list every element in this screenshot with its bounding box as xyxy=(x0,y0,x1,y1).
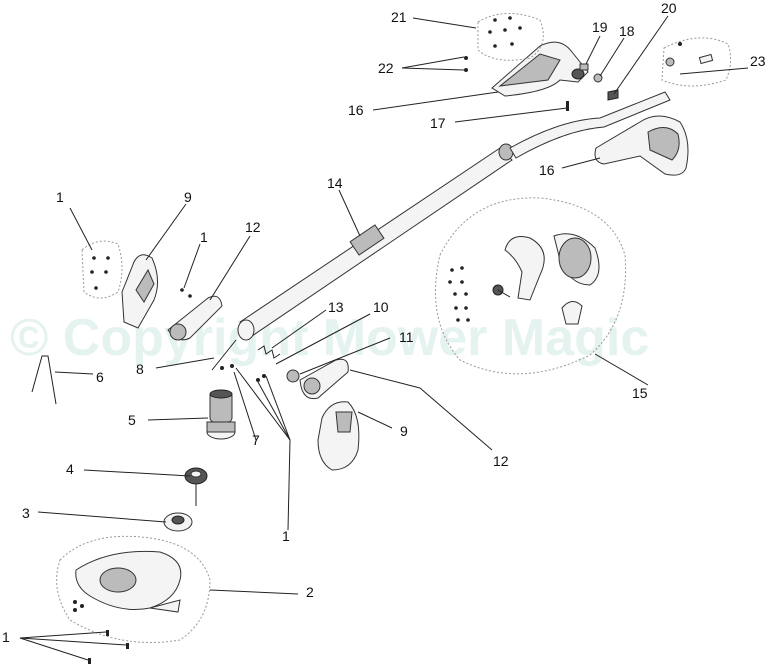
upper-handle-half xyxy=(491,41,589,97)
callout-11: 11 xyxy=(399,329,414,345)
cover-12-left xyxy=(167,295,223,341)
callout-1-mid: 1 xyxy=(200,229,208,245)
callout-16-top: 16 xyxy=(348,102,364,118)
callout-5: 5 xyxy=(128,412,136,428)
callout-3: 3 xyxy=(22,505,30,521)
callout-labels: 21 22 16 17 19 18 20 23 16 14 1 9 1 12 1… xyxy=(2,0,766,645)
callout-2: 2 xyxy=(306,584,314,600)
motor-5 xyxy=(206,389,236,440)
leader-lines xyxy=(19,15,749,661)
front-handle-group-15 xyxy=(435,197,627,375)
spring-13 xyxy=(257,345,281,359)
motor-housing-right xyxy=(317,401,360,471)
callout-23: 23 xyxy=(750,53,766,69)
callout-18: 18 xyxy=(619,23,635,39)
callout-19: 19 xyxy=(592,19,608,35)
switch-plate-23 xyxy=(661,37,732,87)
part-17 xyxy=(566,101,569,111)
callout-15: 15 xyxy=(632,385,648,401)
callout-14: 14 xyxy=(327,175,343,191)
guard-2 xyxy=(56,535,211,643)
rear-handle xyxy=(594,115,689,176)
callout-4: 4 xyxy=(66,461,74,477)
screw-1-bottom-c xyxy=(88,658,91,664)
callout-13: 13 xyxy=(328,299,344,315)
wire-bracket-6 xyxy=(31,355,57,405)
callout-22: 22 xyxy=(378,60,394,76)
callout-6: 6 xyxy=(96,369,104,385)
screw-1-left xyxy=(180,288,184,292)
part-11 xyxy=(286,369,300,383)
main-shaft xyxy=(237,91,671,341)
part-20 xyxy=(607,89,619,101)
callout-21: 21 xyxy=(391,9,407,25)
callout-1-center: 1 xyxy=(282,528,290,544)
screw-22b xyxy=(464,68,468,72)
callout-12-right: 12 xyxy=(493,453,509,469)
pin-7 xyxy=(220,366,224,370)
callout-10: 10 xyxy=(373,299,389,315)
callout-12-left: 12 xyxy=(245,219,261,235)
screw-22a xyxy=(464,56,468,60)
callout-17: 17 xyxy=(430,115,446,131)
rod-8 xyxy=(211,339,237,371)
screw-group-21 xyxy=(477,12,544,61)
callout-16-rear: 16 xyxy=(539,162,555,178)
cover-12-right xyxy=(299,358,349,400)
motor-housing-left xyxy=(81,240,158,329)
spool-4 xyxy=(184,467,208,506)
callout-9-right: 9 xyxy=(400,423,408,439)
screw-1-bottom-a xyxy=(106,630,109,636)
callout-9-left: 9 xyxy=(184,189,192,205)
callout-1-top-left: 1 xyxy=(56,189,64,205)
callout-20: 20 xyxy=(661,0,677,16)
screw-1-bottom-b xyxy=(126,643,129,649)
callout-1-bottom: 1 xyxy=(2,629,10,645)
copyright-watermark: © Copyright Mower Magic xyxy=(10,309,649,367)
callout-8: 8 xyxy=(136,361,144,377)
part-19 xyxy=(579,63,589,71)
spool-cap-3 xyxy=(163,512,193,532)
callout-7: 7 xyxy=(252,432,260,448)
